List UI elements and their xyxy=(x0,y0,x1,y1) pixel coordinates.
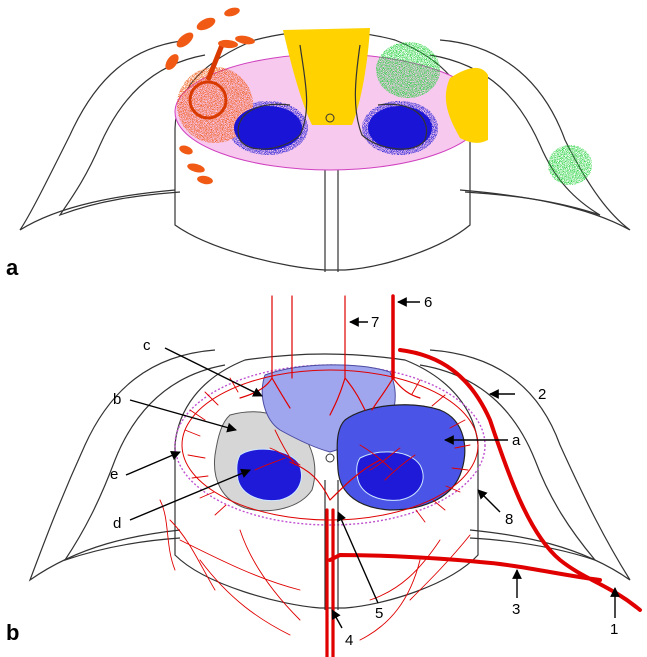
label-d: d xyxy=(113,515,121,532)
label-b: b xyxy=(113,391,121,408)
arrow-5 xyxy=(338,512,378,603)
green-lesion-dorsal xyxy=(376,42,440,98)
b-left-root-inner xyxy=(65,365,225,560)
b-dark-blue-right xyxy=(357,452,423,501)
panel-b-diagram: c b e d a 2 6 7 8 3 1 4 5 b xyxy=(6,294,640,657)
label-4: 4 xyxy=(345,632,353,649)
label-5: 5 xyxy=(375,605,383,622)
panel-b-label: b xyxy=(6,620,19,645)
arrow-8 xyxy=(478,490,500,512)
arrow-b xyxy=(130,400,236,430)
b-central-canal xyxy=(326,454,334,462)
b-anterior-spinal-artery xyxy=(327,510,333,657)
label-8: 8 xyxy=(505,511,513,528)
label-a: a xyxy=(512,432,521,449)
panel-a-diagram: a xyxy=(6,6,630,280)
blue-core-left xyxy=(234,106,302,150)
label-6: 6 xyxy=(424,294,432,311)
arrow-c xyxy=(165,348,262,396)
panel-a-label: a xyxy=(6,255,19,280)
label-1: 1 xyxy=(610,621,618,638)
label-e: e xyxy=(110,466,118,483)
left-root-inner xyxy=(60,55,205,215)
label-2: 2 xyxy=(538,386,546,403)
label-3: 3 xyxy=(512,601,520,618)
green-lesion-root xyxy=(548,145,592,185)
arrow-e xyxy=(126,452,180,475)
label-c: c xyxy=(143,337,151,354)
b-dark-blue-left xyxy=(237,449,302,501)
label-7: 7 xyxy=(371,314,379,331)
